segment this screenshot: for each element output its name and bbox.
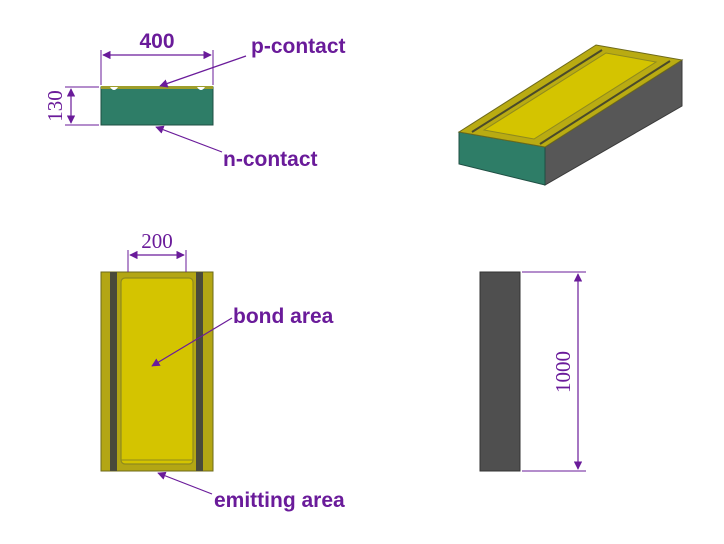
bond-area-label: bond area xyxy=(233,305,334,328)
top-bond-area xyxy=(120,277,194,465)
side-chip-body xyxy=(479,271,521,472)
top-width-dim: 200 xyxy=(141,229,173,253)
front-view: 400 130 p-contact n-contact xyxy=(43,30,346,171)
n-contact-leader xyxy=(155,125,223,153)
front-chip-body xyxy=(100,86,214,126)
front-height-dim: 130 xyxy=(43,90,67,122)
p-contact-label: p-contact xyxy=(251,35,346,58)
iso-bond-area xyxy=(482,52,658,140)
bond-area-leader xyxy=(151,317,233,367)
front-ridge-notch-right xyxy=(197,87,205,90)
n-contact-label: n-contact xyxy=(223,148,318,171)
emitting-area-label: emitting area xyxy=(214,489,345,512)
iso-groove-left xyxy=(471,49,603,133)
front-width-dim: 400 xyxy=(139,30,174,53)
top-groove-right xyxy=(196,272,203,471)
iso-groove-right xyxy=(539,60,671,145)
emitting-area-leader xyxy=(157,471,213,495)
p-contact-leader xyxy=(159,55,247,88)
side-length-dim: 1000 xyxy=(551,351,575,393)
isometric-view xyxy=(457,44,684,186)
front-p-contact-layer xyxy=(101,86,213,89)
front-ridge-notch-left xyxy=(110,87,118,90)
top-view: 200 bond area emitting area xyxy=(100,229,345,512)
side-view: 1000 xyxy=(479,271,586,472)
top-groove-left xyxy=(110,272,117,471)
